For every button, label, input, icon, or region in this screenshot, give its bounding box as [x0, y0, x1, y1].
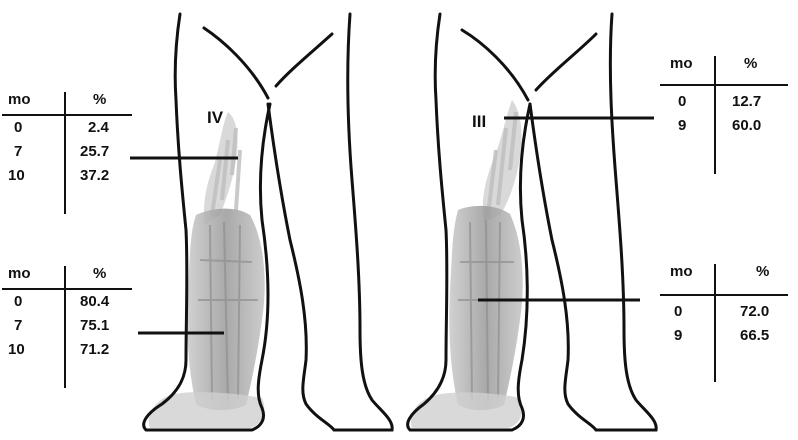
iv-right-leg-outline — [268, 14, 392, 430]
cell-mo: 10 — [8, 164, 25, 188]
cell-mo: 10 — [8, 338, 25, 362]
cell-mo: 0 — [674, 300, 682, 324]
iii-crotch-line — [462, 30, 528, 100]
cell-mo: 9 — [674, 324, 682, 348]
table-row: 9 60.0 — [660, 114, 790, 138]
table-row: 0 12.7 — [660, 90, 790, 114]
header-mo: mo — [8, 88, 31, 112]
header-mo: mo — [8, 262, 31, 286]
table-row: 0 80.4 — [0, 290, 135, 314]
table-iii-calf: mo % 0 72.0 9 66.5 — [660, 260, 790, 384]
iii-foot-shading — [411, 392, 523, 428]
stage-label-iii: III — [472, 112, 486, 132]
table-iv-calf: mo % 0 80.4 7 75.1 10 71.2 — [0, 262, 135, 390]
cell-percent: 25.7 — [80, 140, 109, 164]
table-header: mo % — [0, 262, 135, 290]
cell-percent: 71.2 — [80, 338, 109, 362]
cell-percent: 2.4 — [88, 116, 109, 140]
cell-mo: 0 — [678, 90, 686, 114]
table-row: 0 2.4 — [0, 116, 135, 140]
table-row: 7 25.7 — [0, 140, 135, 164]
left-leg-pair — [144, 14, 392, 430]
table-iv-thigh: mo % 0 2.4 7 25.7 10 37.2 — [0, 88, 135, 216]
iii-right-leg-outline — [530, 14, 656, 430]
header-percent: % — [93, 88, 106, 112]
header-mo: mo — [670, 260, 693, 284]
iv-foot-shading — [149, 392, 265, 428]
cell-percent: 37.2 — [80, 164, 109, 188]
table-header: mo % — [660, 260, 790, 288]
cell-percent: 60.0 — [732, 114, 761, 138]
table-row: 0 72.0 — [660, 300, 790, 324]
header-percent: % — [756, 260, 769, 284]
table-row: 10 37.2 — [0, 164, 135, 188]
right-leg-pair — [408, 14, 657, 430]
cell-percent: 66.5 — [740, 324, 769, 348]
cell-percent: 12.7 — [732, 90, 761, 114]
header-mo: mo — [670, 52, 693, 76]
table-iii-thigh: mo % 0 12.7 9 60.0 — [660, 52, 790, 176]
cell-mo: 7 — [14, 140, 22, 164]
header-rule — [660, 84, 788, 86]
cell-percent: 80.4 — [80, 290, 109, 314]
cell-mo: 7 — [14, 314, 22, 338]
table-header: mo % — [660, 52, 790, 80]
iv-crotch-line — [204, 28, 268, 98]
cell-mo: 0 — [14, 116, 22, 140]
table-row: 9 66.5 — [660, 324, 790, 348]
header-percent: % — [744, 52, 757, 76]
cell-mo: 9 — [678, 114, 686, 138]
table-row: 7 75.1 — [0, 314, 135, 338]
header-rule — [660, 294, 788, 296]
cell-percent: 75.1 — [80, 314, 109, 338]
stage-label-iv: IV — [207, 108, 223, 128]
header-percent: % — [93, 262, 106, 286]
table-row: 10 71.2 — [0, 338, 135, 362]
cell-percent: 72.0 — [740, 300, 769, 324]
table-header: mo % — [0, 88, 135, 116]
cell-mo: 0 — [14, 290, 22, 314]
